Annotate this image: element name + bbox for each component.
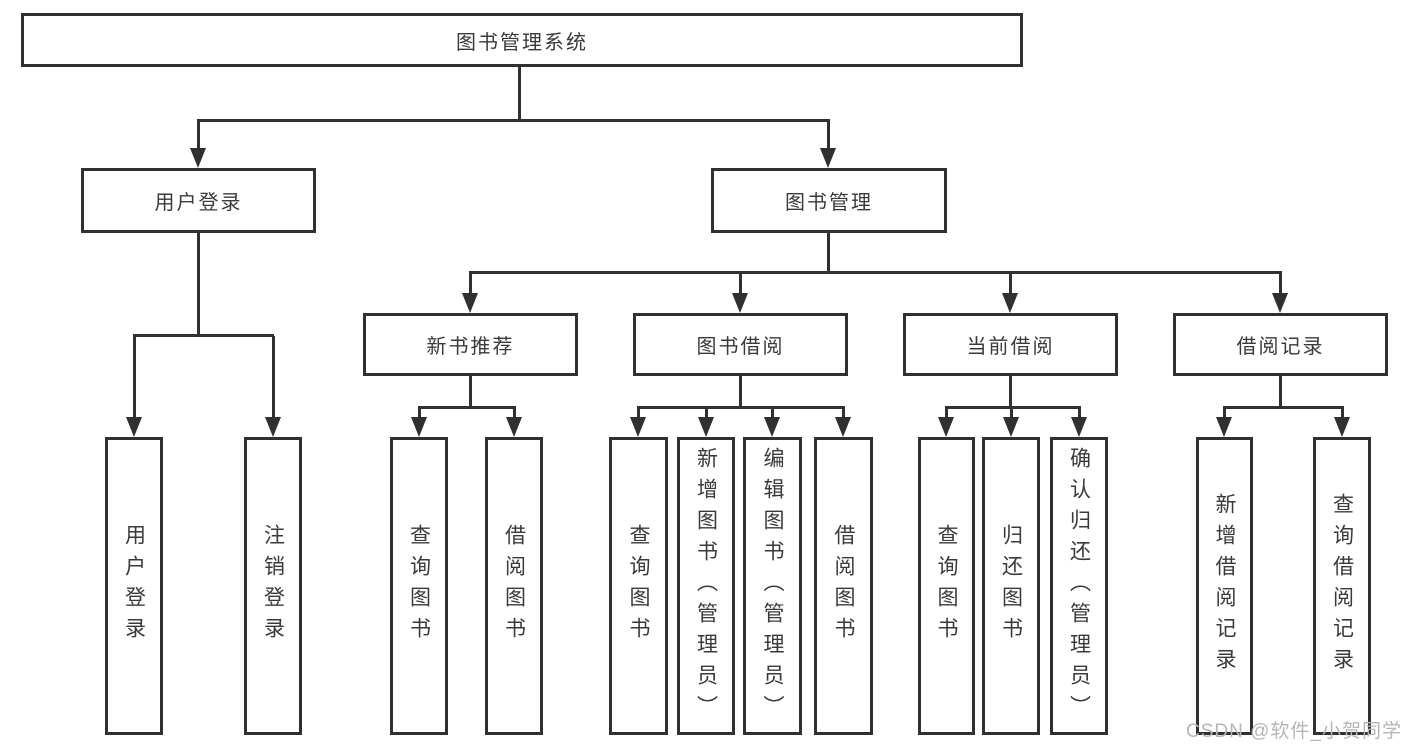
arrow-to-book-borrow (732, 273, 748, 313)
connector-borrow-records-horizontal (1223, 406, 1344, 409)
leaf-confirm-return-admin-label: 确认归还（管理员） (1067, 446, 1091, 726)
arrow-to-borrow-books-recommend (506, 408, 522, 437)
connector-book-borrow-down (739, 376, 742, 408)
leaf-query-books-recommend-label: 查询图书 (407, 524, 431, 648)
connector-recommend-horizontal (418, 406, 516, 409)
leaf-query-books-current: 查询图书 (918, 437, 975, 735)
connector-book-borrow-horizontal (637, 406, 845, 409)
node-borrow-records: 借阅记录 (1173, 313, 1388, 376)
arrow-to-book-management (820, 121, 836, 168)
leaf-user-login: 用户登录 (105, 437, 163, 735)
arrow-to-query-books-current (938, 408, 954, 437)
leaf-borrow-books-recommend-label: 借阅图书 (502, 524, 526, 648)
arrow-to-add-borrow-record (1216, 408, 1232, 437)
arrow-to-user-login (190, 121, 206, 168)
connector-level2-horizontal (197, 119, 830, 122)
arrow-to-new-book-recommend (462, 273, 478, 313)
node-new-book-recommend: 新书推荐 (363, 313, 578, 376)
csdn-watermark: CSDN @软件_小贺同学 (1186, 721, 1402, 742)
leaf-borrow-books-recommend: 借阅图书 (485, 437, 543, 735)
arrow-to-query-books-borrow (630, 408, 646, 437)
leaf-query-books-recommend: 查询图书 (390, 437, 448, 735)
arrow-to-edit-books-admin (764, 408, 780, 437)
arrow-to-confirm-return-admin (1071, 408, 1087, 437)
node-book-borrow-label: 图书借阅 (696, 336, 785, 358)
arrow-to-add-books-admin (698, 408, 714, 437)
leaf-logout-label: 注销登录 (261, 524, 285, 648)
leaf-add-books-admin: 新增图书（管理员） (677, 437, 735, 735)
leaf-edit-books-admin: 编辑图书（管理员） (743, 437, 802, 735)
leaf-borrow-books: 借阅图书 (814, 437, 873, 735)
arrow-to-query-borrow-record (1334, 408, 1350, 437)
node-current-borrow: 当前借阅 (903, 313, 1118, 376)
node-root-system-label: 图书管理系统 (456, 31, 588, 54)
connector-book-management-down (827, 232, 830, 273)
leaf-borrow-books-label: 借阅图书 (832, 524, 855, 648)
node-new-book-recommend-label: 新书推荐 (426, 336, 515, 358)
arrow-to-borrow-records (1272, 273, 1288, 313)
arrow-to-leaf-logout (265, 336, 281, 437)
leaf-edit-books-admin-label: 编辑图书（管理员） (761, 446, 784, 726)
connector-user-login-horizontal (133, 334, 274, 337)
leaf-return-books-label: 归还图书 (999, 524, 1023, 648)
connector-borrow-records-down (1279, 376, 1282, 408)
leaf-user-login-label: 用户登录 (122, 524, 146, 648)
leaf-query-borrow-record: 查询借阅记录 (1313, 437, 1371, 735)
leaf-query-borrow-record-label: 查询借阅记录 (1330, 493, 1354, 679)
connector-current-borrow-down (1009, 376, 1012, 408)
arrow-to-return-books (1003, 408, 1019, 437)
arrow-to-current-borrow (1002, 273, 1018, 313)
node-book-management: 图书管理 (711, 168, 947, 233)
node-user-login-label: 用户登录 (154, 192, 243, 214)
connector-user-login-down (197, 233, 200, 336)
leaf-query-books-borrow-label: 查询图书 (627, 524, 650, 648)
connector-root-down (518, 66, 521, 121)
node-root-system: 图书管理系统 (21, 13, 1023, 67)
node-user-login: 用户登录 (81, 168, 316, 233)
arrow-to-borrow-books (835, 408, 851, 437)
connector-recommend-down (469, 376, 472, 408)
leaf-query-books-borrow: 查询图书 (609, 437, 668, 735)
leaf-confirm-return-admin: 确认归还（管理员） (1050, 437, 1108, 735)
leaf-add-borrow-record-label: 新增借阅记录 (1213, 493, 1236, 679)
leaf-add-borrow-record: 新增借阅记录 (1196, 437, 1253, 735)
node-current-borrow-label: 当前借阅 (966, 336, 1055, 358)
leaf-query-books-current-label: 查询图书 (935, 524, 958, 648)
node-borrow-records-label: 借阅记录 (1236, 336, 1325, 358)
connector-level3-horizontal (469, 271, 1282, 274)
leaf-logout: 注销登录 (244, 437, 302, 735)
arrow-to-leaf-user-login (126, 336, 142, 437)
arrow-to-query-books-recommend (411, 408, 427, 437)
leaf-add-books-admin-label: 新增图书（管理员） (694, 446, 718, 726)
node-book-management-label: 图书管理 (785, 192, 873, 214)
connector-current-borrow-horizontal (945, 406, 1081, 409)
node-book-borrow: 图书借阅 (633, 313, 848, 376)
leaf-return-books: 归还图书 (982, 437, 1040, 735)
